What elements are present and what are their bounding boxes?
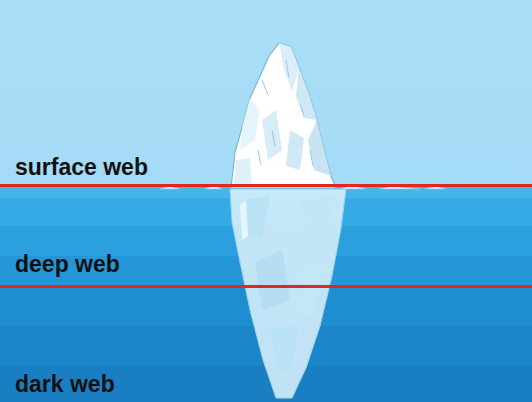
layer-label: deep web	[15, 251, 532, 277]
surface-layer-band: surface web	[0, 0, 532, 186]
layer-label: surface web	[15, 154, 532, 180]
layer-divider-lines	[0, 184, 532, 288]
deep-layer-band: deep web	[0, 186, 532, 286]
layer-label: dark web	[15, 371, 532, 397]
dark-layer-band: dark web	[0, 286, 532, 402]
